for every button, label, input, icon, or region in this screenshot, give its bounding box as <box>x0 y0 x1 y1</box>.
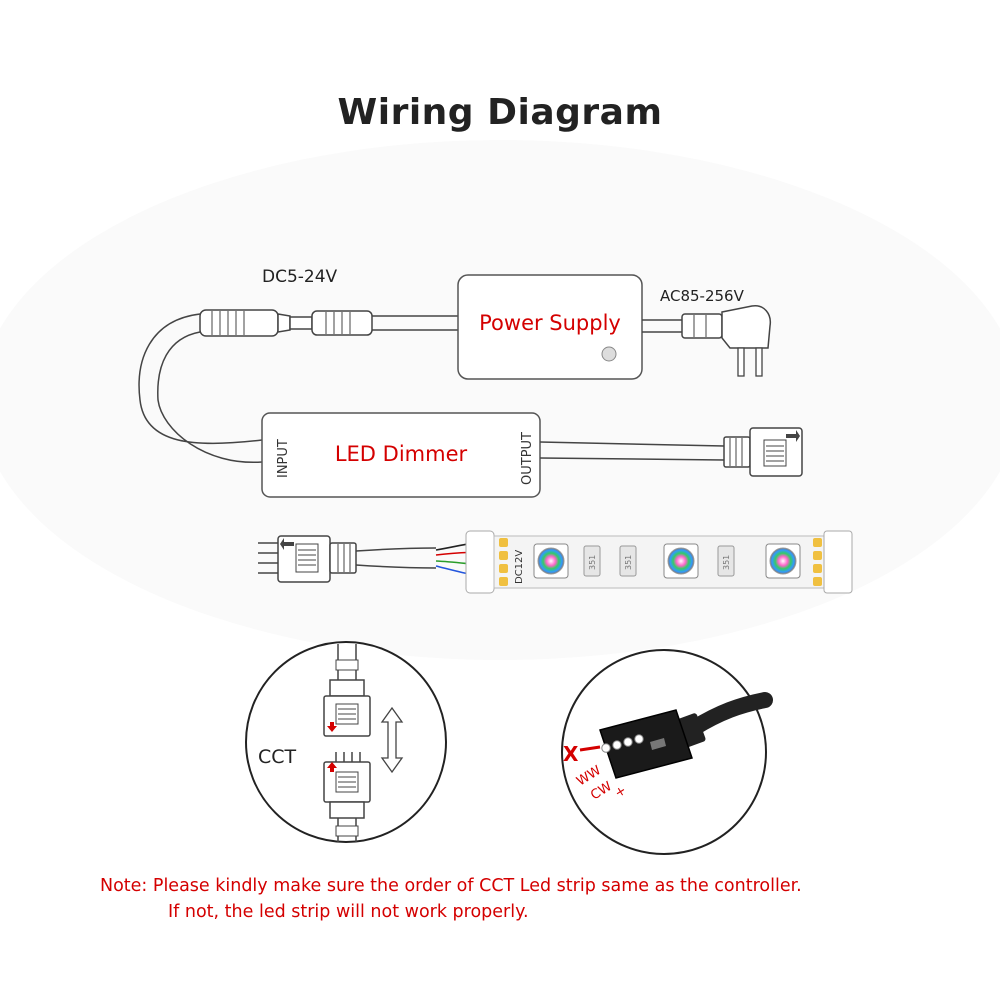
output-4pin-female-connector <box>723 427 803 477</box>
strip-4pin-male-connector <box>258 535 357 583</box>
page-title: Wiring Diagram <box>337 92 663 133</box>
power-supply-box <box>457 274 643 380</box>
ac-voltage-label: AC85-256V <box>660 287 745 305</box>
note-line-2: If not, the led strip will not work prop… <box>168 902 529 922</box>
resistor-label-3: 351 <box>722 555 731 570</box>
ac-cable <box>642 319 682 333</box>
dimmer-input-cable-inner <box>157 331 263 463</box>
led-dimmer-label: LED Dimmer <box>335 442 468 466</box>
cross-mark: X <box>563 742 579 766</box>
background-shade <box>0 140 1000 660</box>
led-dimmer-box <box>261 412 541 498</box>
output-label: OUTPUT <box>520 432 535 485</box>
strip-cable <box>355 547 437 569</box>
note-line-1: Note: Please kindly make sure the order … <box>100 876 802 896</box>
strip-voltage-label: DC12V <box>514 550 525 584</box>
power-indicator-icon <box>601 346 617 362</box>
cct-label: CCT <box>258 746 297 768</box>
strip-leds <box>533 543 801 579</box>
dc-voltage-label: DC5-24V <box>262 267 338 287</box>
ac-plug-icon <box>681 305 772 377</box>
resistor-label-1: 351 <box>588 555 597 570</box>
pin-order-detail-circle <box>561 649 773 855</box>
strip-resistors <box>583 545 735 577</box>
cct-detail-circle <box>245 641 447 843</box>
input-label: INPUT <box>276 439 291 478</box>
power-supply-label: Power Supply <box>479 311 621 335</box>
dimmer-input-cable-outer <box>138 313 263 445</box>
dc-male-connector <box>289 310 373 336</box>
dc-female-connector <box>199 309 291 337</box>
connect-arrow-icon <box>380 706 404 774</box>
ps-output-cable <box>372 315 458 331</box>
resistor-label-2: 351 <box>624 555 633 570</box>
dimmer-output-cable <box>539 441 725 461</box>
